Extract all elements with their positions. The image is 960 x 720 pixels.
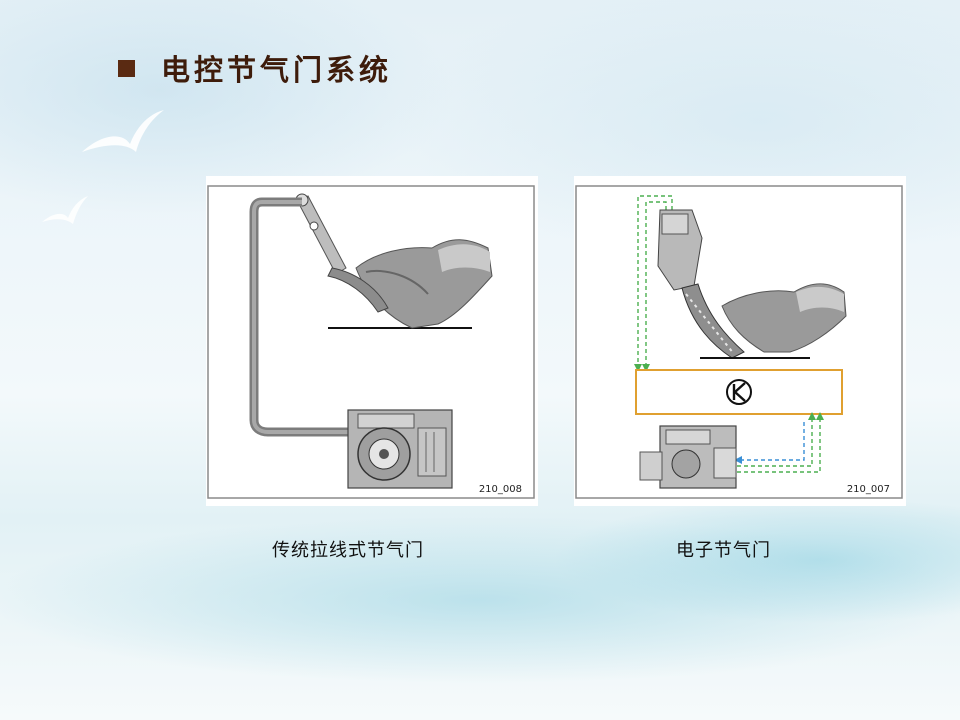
cable-throttle-diagram: 210_008: [207, 185, 535, 499]
caption-cable-throttle: 传统拉线式节气门: [272, 540, 424, 561]
slide-title: 电控节气门系统: [161, 53, 393, 87]
title-row: 电控节气门系统: [118, 48, 392, 88]
image-code-label: 210_007: [847, 484, 890, 495]
bullet-square-icon: [118, 59, 135, 77]
seagull-icon: [42, 196, 88, 224]
figure-electronic-throttle: 210_007: [574, 176, 906, 506]
electronic-throttle-diagram: 210_007: [575, 185, 903, 499]
ecu-k-icon: [726, 379, 752, 405]
seagull-icon: [82, 110, 164, 152]
image-code-label: 210_008: [479, 484, 522, 495]
caption-electronic-throttle: 电子节气门: [676, 540, 771, 561]
figure-cable-throttle: 210_008: [206, 176, 538, 506]
